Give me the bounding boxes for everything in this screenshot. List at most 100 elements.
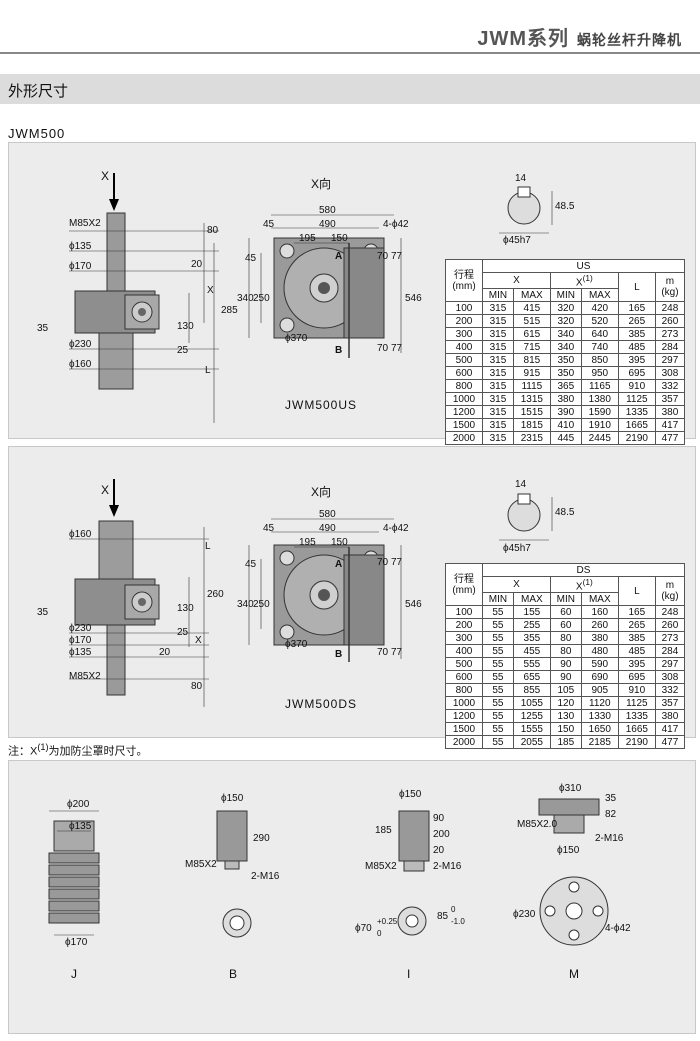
table-cell: 380 <box>580 631 619 646</box>
table-cell: 1555 <box>512 722 551 737</box>
ds-group-header: DS <box>482 563 685 577</box>
us-dim-45-top: 45 <box>263 219 275 230</box>
table-cell: 155 <box>512 605 551 620</box>
table-cell: 1255 <box>512 709 551 724</box>
ds-dim-490: 490 <box>319 523 336 534</box>
table-cell: 340 <box>549 327 582 342</box>
table-cell: 395 <box>617 353 656 368</box>
table-cell: 380 <box>654 405 686 420</box>
table-cell: 248 <box>654 301 686 316</box>
table-cell: 477 <box>654 735 686 750</box>
table-cell: 855 <box>512 683 551 698</box>
ds-col-m: m(kg) <box>654 575 686 607</box>
table-cell: 655 <box>512 670 551 685</box>
ds-dim-20: 20 <box>159 647 171 658</box>
us-col-stroke: 行程(mm) <box>445 258 483 303</box>
table-cell: 590 <box>580 657 619 672</box>
table-cell: 690 <box>580 670 619 685</box>
table-cell: 315 <box>482 353 514 368</box>
table-cell: 1165 <box>580 379 619 394</box>
acc-i-label: I <box>407 967 411 981</box>
table-cell: 555 <box>512 657 551 672</box>
ds-dim-d230: ϕ230 <box>69 623 92 634</box>
acc-i-tol-lower: 0 <box>377 929 382 938</box>
us-dim-70-bot: 70 <box>377 343 389 354</box>
table-cell: 248 <box>654 605 686 620</box>
table-cell: 340 <box>549 340 582 355</box>
acc-m-d230: ϕ230 <box>513 909 536 920</box>
table-cell: 260 <box>580 618 619 633</box>
note-prefix: 注：X <box>8 745 38 758</box>
table-cell: 1665 <box>617 722 656 737</box>
table-cell: 315 <box>482 392 514 407</box>
table-cell: 2445 <box>580 431 619 446</box>
table-cell: 315 <box>482 431 514 446</box>
table-cell: 55 <box>482 709 514 724</box>
acc-j-d200: ϕ200 <box>67 799 90 810</box>
ds-dim-150: 150 <box>331 537 348 548</box>
table-cell: 1000 <box>445 696 483 711</box>
table-cell: 410 <box>549 418 582 433</box>
table-cell: 640 <box>580 327 619 342</box>
us-dim-45-left: 45 <box>245 253 257 264</box>
table-cell: 55 <box>482 631 514 646</box>
us-dim-4-d42: 4-ϕ42 <box>383 219 409 230</box>
table-cell: 485 <box>617 644 656 659</box>
table-cell: 265 <box>617 618 656 633</box>
us-dim-x: X <box>207 285 214 296</box>
us-dim-285: 285 <box>221 305 238 316</box>
ds-dim-l: L <box>205 541 211 552</box>
us-x-arrow-label: X <box>101 169 110 183</box>
table-cell: 255 <box>512 618 551 633</box>
table-cell: 395 <box>617 657 656 672</box>
acc-m-thread: M85X2.0 <box>517 819 558 830</box>
acc-i-85-tol-lower: -1.0 <box>451 917 465 926</box>
series-title: JWM系列蜗轮丝杆升降机 <box>477 22 682 51</box>
table-cell: 60 <box>549 618 582 633</box>
table-cell: 1815 <box>512 418 551 433</box>
ds-dim-d370: ϕ370 <box>285 639 308 650</box>
table-cell: 385 <box>617 631 656 646</box>
table-cell: 260 <box>654 314 686 329</box>
table-cell: 390 <box>549 405 582 420</box>
ds-caption: JWM500DS <box>285 697 358 711</box>
ds-dim-80: 80 <box>191 681 203 692</box>
table-cell: 2190 <box>617 431 656 446</box>
ds-col-stroke: 行程(mm) <box>445 562 483 607</box>
us-dim-77-top: 77 <box>391 251 403 262</box>
us-col-min: MIN <box>549 288 582 303</box>
table-cell: 315 <box>482 418 514 433</box>
table-cell: 1910 <box>580 418 619 433</box>
acc-i-85-tol-upper: 0 <box>451 905 456 914</box>
table-cell: 415 <box>512 301 551 316</box>
us-key-14: 14 <box>515 173 527 184</box>
accessories-drawing <box>48 798 609 946</box>
table-cell: 273 <box>654 631 686 646</box>
table-cell: 1335 <box>617 405 656 420</box>
table-cell: 315 <box>482 340 514 355</box>
table-cell: 380 <box>549 392 582 407</box>
table-cell: 485 <box>617 340 656 355</box>
table-cell: 600 <box>445 670 483 685</box>
table-cell: 80 <box>549 644 582 659</box>
ds-dim-195: 195 <box>299 537 316 548</box>
table-cell: 2055 <box>512 735 551 750</box>
acc-b-label: B <box>229 967 238 981</box>
table-cell: 297 <box>654 657 686 672</box>
ds-x-arrow-label: X <box>101 483 110 497</box>
table-cell: 315 <box>482 314 514 329</box>
series-name: JWM系列 <box>477 28 569 50</box>
ds-drawing <box>69 479 553 707</box>
acc-m-d310: ϕ310 <box>559 783 582 794</box>
section-bar: 外形尺寸 <box>0 74 700 104</box>
table-cell: 850 <box>580 353 619 368</box>
